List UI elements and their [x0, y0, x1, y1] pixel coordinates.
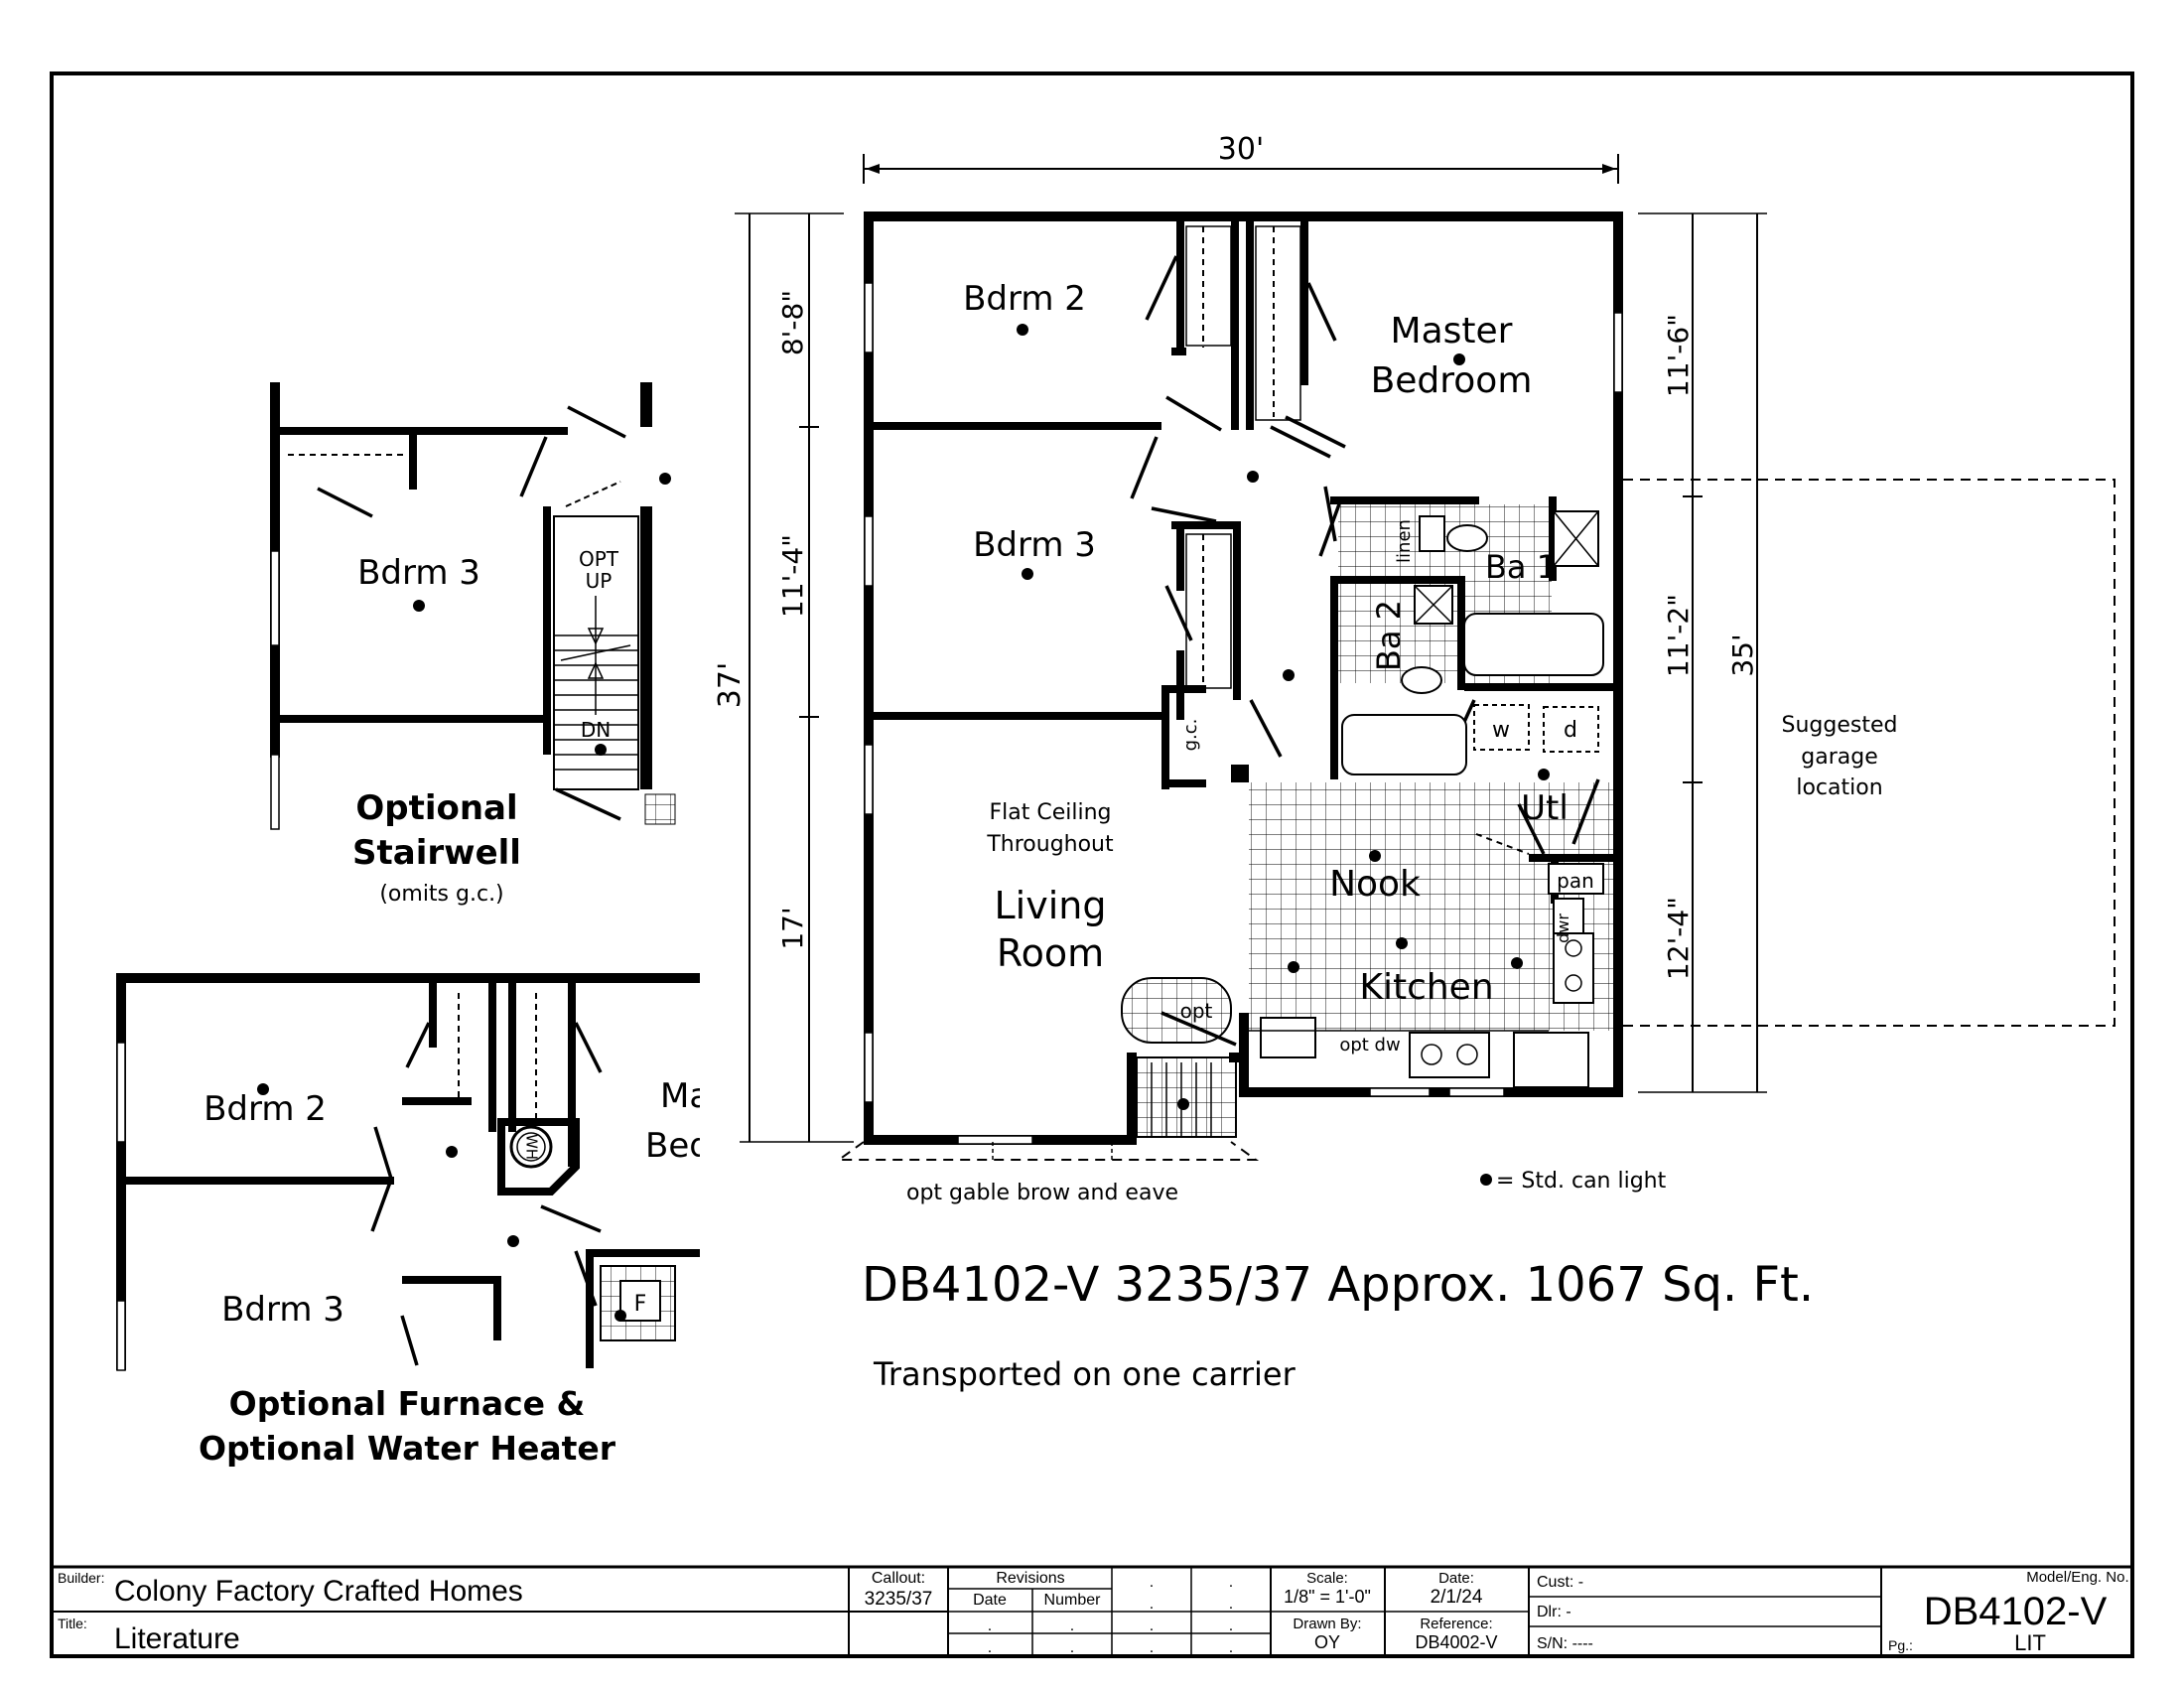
room-label-utl: Utl: [1521, 788, 1569, 828]
label-gc: g.c.: [1180, 719, 1201, 752]
garage-label-1: Suggested: [1782, 713, 1898, 738]
room-label-living-1: Living: [995, 884, 1107, 927]
dim-depth-left-total: 37': [713, 662, 748, 708]
stair-opt-label: OPT: [579, 547, 619, 571]
garage-label-2: garage: [1801, 745, 1877, 770]
furnace-label: F: [634, 1292, 647, 1317]
title-label: Title:: [58, 1616, 87, 1631]
stair-inset-subtitle: (omits g.c.): [379, 882, 503, 907]
room-label-master-1: Master: [1391, 311, 1513, 352]
suggested-garage-outline: [1623, 479, 2116, 1027]
builder-label: Builder:: [58, 1570, 104, 1586]
dim-depth-right-2: 11'-2": [1662, 594, 1695, 677]
rev-dot-1: .: [1150, 1574, 1154, 1591]
inset-optional-stairwell: Bdrm 3 OPT UP DN Optional Stairwell (omi…: [270, 382, 676, 907]
dim-depth-left-2: 11'-4": [776, 534, 809, 618]
revisions-date-col: Date: [973, 1592, 1007, 1609]
furnace-inset-master-2: Bed: [645, 1126, 711, 1166]
reference-value: DB4002-V: [1415, 1632, 1497, 1652]
dim-depth-left-3: 17': [776, 907, 809, 949]
revisions-label: Revisions: [996, 1570, 1064, 1587]
label-linen: linen: [1394, 519, 1415, 563]
rev-dot-10: .: [1070, 1639, 1074, 1656]
dim-depth-right-1: 11'-6": [1662, 314, 1695, 397]
room-label-living-2: Room: [997, 931, 1104, 975]
transport-note: Transported on one carrier: [873, 1355, 1297, 1393]
plan-title: DB4102-V 3235/37 Approx. 1067 Sq. Ft.: [862, 1257, 1814, 1313]
serial-field: S/N: ----: [1537, 1635, 1593, 1652]
label-pantry: pan: [1557, 869, 1594, 893]
furnace-inset-title-2: Optional Water Heater: [199, 1429, 616, 1468]
stair-inset-bdrm3-label: Bdrm 3: [357, 553, 480, 593]
room-label-bdrm2: Bdrm 2: [963, 279, 1086, 319]
water-heater-label: WH: [523, 1134, 541, 1160]
model-value: DB4102-V: [1924, 1590, 2108, 1633]
room-label-master-2: Bedroom: [1371, 360, 1533, 401]
dim-depth-right-3: 12'-4": [1662, 897, 1695, 980]
stair-inset-title-1: Optional: [355, 788, 517, 828]
furnace-inset-bdrm2-label: Bdrm 2: [204, 1089, 327, 1129]
rev-dot-4: .: [1229, 1596, 1233, 1613]
label-washer: w: [1492, 718, 1510, 743]
customer-field: Cust: -: [1537, 1574, 1583, 1591]
room-label-ba1: Ba 1: [1485, 548, 1557, 586]
sheet-border: [50, 71, 2134, 1658]
page-label: Pg.:: [1888, 1637, 1913, 1653]
dim-width-top: 30': [1218, 132, 1264, 167]
date-label: Date:: [1438, 1570, 1474, 1587]
scale-label: Scale:: [1306, 1570, 1348, 1587]
can-lights: [1017, 324, 1550, 1186]
main-floor-plan: 30' 37' 8'-8" 11'-4" 17' 11'-6" 11'-2" 1…: [713, 132, 2116, 1205]
stair-dn-label: DN: [581, 718, 611, 742]
drawn-by-value: OY: [1314, 1632, 1340, 1652]
builder-value: Colony Factory Crafted Homes: [114, 1575, 523, 1608]
gable-label: opt gable brow and eave: [906, 1181, 1178, 1205]
label-dwr: dwr: [1554, 914, 1572, 943]
drawn-by-label: Drawn By:: [1293, 1616, 1361, 1632]
furnace-inset-bdrm3-label: Bdrm 3: [221, 1290, 344, 1330]
reference-label: Reference:: [1420, 1616, 1492, 1632]
stair-up-label: UP: [586, 569, 613, 593]
dealer-field: Dlr: -: [1537, 1604, 1571, 1620]
title-value: Literature: [114, 1622, 240, 1655]
rev-dot-6: .: [1070, 1618, 1074, 1634]
dim-depth-right-total: 35': [1726, 633, 1759, 676]
rev-dot-11: .: [1150, 1639, 1154, 1656]
rev-dot-5: .: [988, 1618, 992, 1634]
callout-label: Callout:: [872, 1570, 925, 1587]
label-dryer: d: [1564, 718, 1577, 743]
callout-value: 3235/37: [865, 1589, 933, 1610]
inset-optional-furnace: WH F Bdrm 2 Bdrm 3 Ma Bed Optional Furna…: [116, 973, 711, 1468]
rev-dot-8: .: [1229, 1618, 1233, 1634]
model-label: Model/Eng. No.:: [2026, 1569, 2133, 1586]
label-ceiling-1: Flat Ceiling: [989, 800, 1111, 825]
stair-inset-title-2: Stairwell: [352, 833, 521, 873]
rev-dot-9: .: [988, 1639, 992, 1656]
label-opt: opt: [1180, 999, 1213, 1023]
gable-brow-outline: [835, 1141, 1260, 1161]
label-opt-dw: opt dw: [1339, 1035, 1400, 1055]
room-label-nook: Nook: [1329, 864, 1421, 905]
room-label-bdrm3: Bdrm 3: [973, 525, 1096, 565]
title-block: Builder: Colony Factory Crafted Homes Ti…: [52, 1565, 2133, 1656]
can-light-legend: = Std. can light: [1496, 1169, 1667, 1194]
label-ceiling-2: Throughout: [986, 832, 1114, 857]
dim-depth-left-1: 8'-8": [776, 290, 809, 355]
scale-value: 1/8" = 1'-0": [1284, 1587, 1371, 1607]
room-label-kitchen: Kitchen: [1359, 967, 1493, 1008]
page-value: LIT: [2014, 1630, 2046, 1655]
furnace-inset-title-1: Optional Furnace &: [229, 1384, 586, 1423]
rev-dot-12: .: [1229, 1639, 1233, 1656]
rev-dot-7: .: [1150, 1618, 1154, 1634]
rev-dot-3: .: [1150, 1596, 1154, 1613]
rev-dot-2: .: [1229, 1574, 1233, 1591]
garage-label-3: location: [1796, 775, 1882, 800]
room-label-ba2: Ba 2: [1370, 600, 1408, 671]
date-value: 2/1/24: [1431, 1587, 1483, 1608]
revisions-number-col: Number: [1044, 1592, 1102, 1609]
